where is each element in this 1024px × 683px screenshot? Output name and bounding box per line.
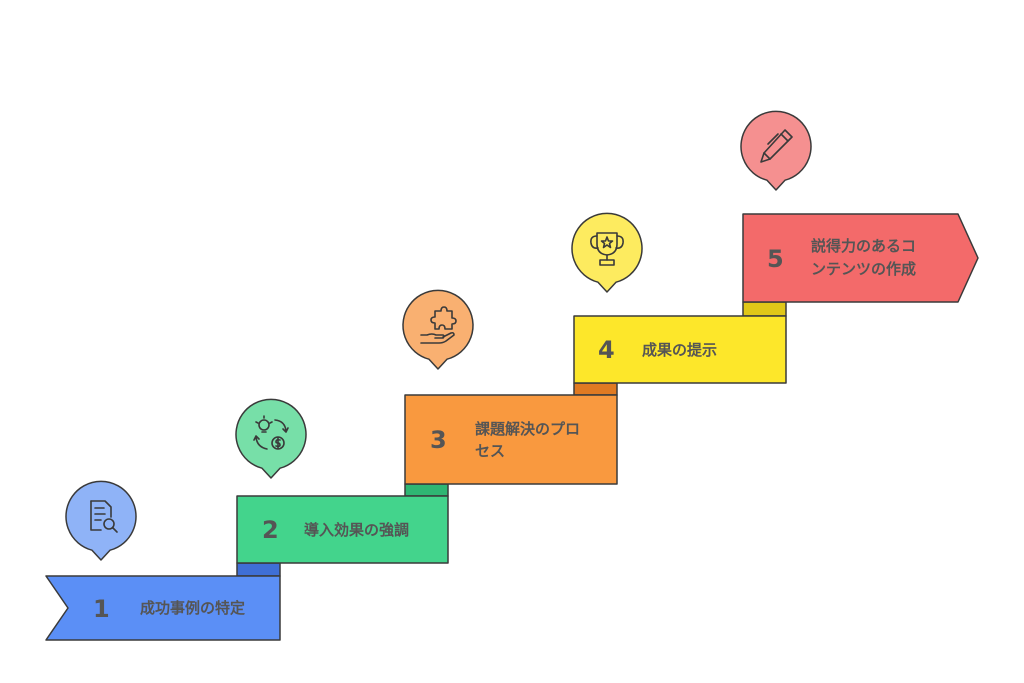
step-2-fold [404,483,449,497]
step-3-label-line-2: セス [475,442,505,460]
step-3-fold [573,382,618,396]
step-5-pin-shape [740,110,812,191]
step-4-label: 成果の提示 [642,341,717,359]
step-1-fold [236,562,281,577]
step-2-block [236,495,449,564]
idea-money-cycle-icon [253,415,289,450]
step-5-number: 5 [767,245,784,273]
pen-icon [760,129,793,163]
trophy-icon [590,232,624,266]
step-1-block [45,575,281,641]
hand-puzzle-icon [420,306,457,344]
step-5-label-line-1: 説得力のあるコ [811,237,916,255]
step-3-number: 3 [430,426,447,454]
step-1-number: 1 [93,595,110,623]
step-5-pin [740,110,812,191]
step-4-block [573,315,787,384]
step-3-label-line-1: 課題解決のプロ [475,420,580,438]
step-1-pin [65,480,137,561]
step-3-pin [402,289,474,370]
step-2-number: 2 [262,516,279,544]
step-2-pin-shape [235,398,307,479]
step-4-fold [742,301,787,317]
document-search-icon [90,500,118,533]
step-3-block [404,394,618,485]
step-4-number: 4 [598,336,615,364]
step-2-pin [235,398,307,479]
step-5-block [742,213,979,303]
step-1-label: 成功事例の特定 [140,599,245,617]
step-5-label-line-2: ンテンツの作成 [811,260,916,278]
step-4-pin [571,212,643,293]
step-2-label: 導入効果の強調 [304,521,409,539]
step-4-pin-shape [571,212,643,293]
